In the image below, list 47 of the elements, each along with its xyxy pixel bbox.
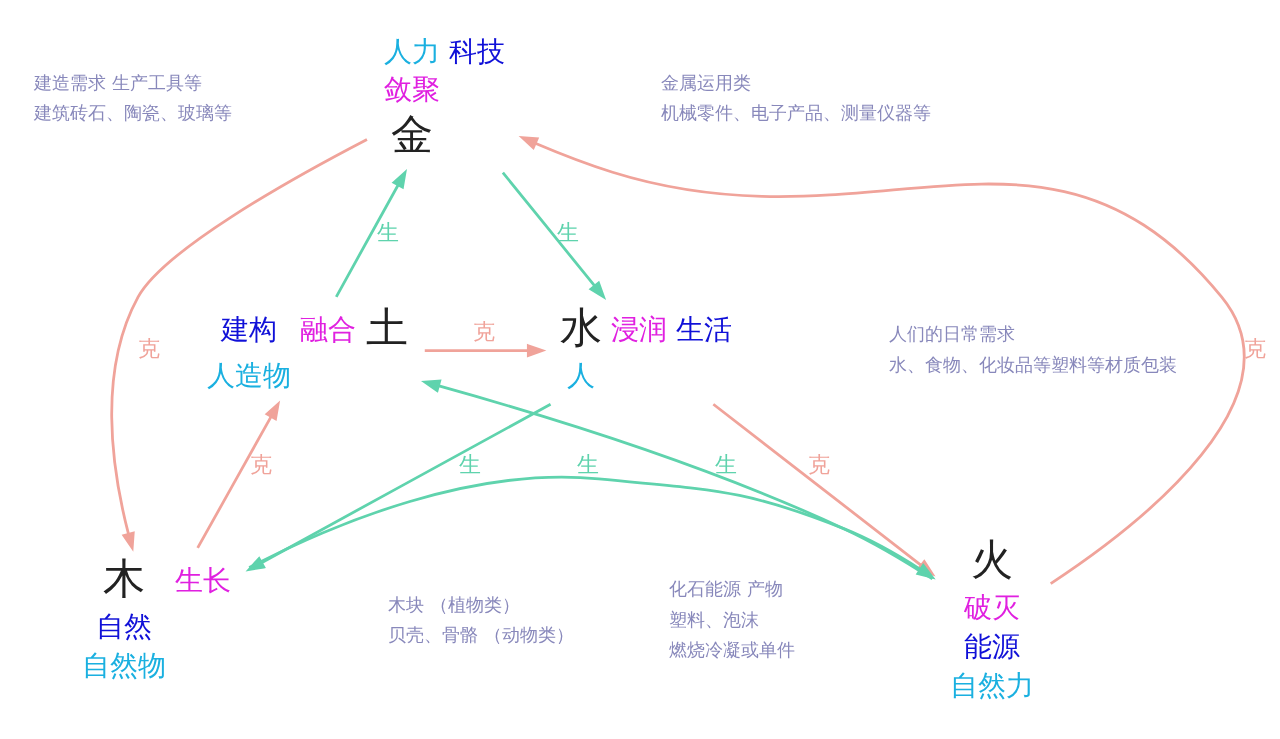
node-label: 生长 [175, 563, 232, 597]
node-label: 生活 [676, 312, 733, 346]
node-text: 木 [103, 553, 146, 603]
edge-label: 克 [1244, 334, 1267, 361]
arrow [424, 343, 547, 357]
edge-label: 克 [808, 450, 831, 477]
node-label: 科技 [448, 34, 505, 68]
node-label: 人 [566, 358, 595, 392]
edge-label: 克 [138, 334, 161, 361]
node-label: 自然力 [949, 668, 1034, 702]
node-text: 火 [970, 534, 1013, 584]
edge-label: 生 [557, 218, 580, 245]
label: 建筑砖石、陶瓷、玻璃等 [33, 101, 232, 123]
arrow [501, 171, 607, 300]
node-label: 破灭 [963, 590, 1020, 624]
node-text: 水 [559, 302, 602, 352]
arrow [110, 137, 368, 552]
node-text: 土 [365, 302, 408, 352]
node-label: 自然物 [82, 648, 167, 682]
node-label: 建构 [221, 312, 278, 346]
label: 建造需求 生产工具等 [33, 71, 202, 93]
edge-label: 生 [576, 450, 599, 477]
arrow [518, 135, 1245, 585]
label: 贝壳、骨骼 （动物类） [387, 623, 574, 645]
node-label: 自然 [96, 609, 153, 643]
edge-label: 生 [715, 450, 738, 477]
label: 化石能源 产物 [669, 577, 784, 599]
label: 塑料、泡沫 [669, 608, 760, 630]
label: 木块 （植物类） [387, 593, 520, 615]
node-label: 融合 [300, 312, 357, 346]
edge-label: 克 [250, 450, 273, 477]
node-label: 人力 [383, 34, 440, 68]
edge-label: 克 [472, 317, 495, 344]
node-label: 敛聚 [383, 72, 440, 106]
label: 水、食物、化妆品等塑料等材质包装 [888, 353, 1177, 375]
label: 金属运用类 [661, 71, 752, 93]
label: 人们的日常需求 [888, 322, 1015, 344]
node-text: 金 [390, 109, 433, 159]
label: 机械零件、电子产品、测量仪器等 [661, 101, 932, 123]
arrow [196, 400, 281, 549]
label: 燃烧冷凝或单件 [669, 638, 796, 660]
node-label: 浸润 [611, 312, 668, 346]
edge-label: 生 [458, 450, 481, 477]
arrow [335, 168, 407, 297]
node-label: 人造物 [207, 358, 292, 392]
node-label: 能源 [963, 629, 1020, 663]
edge-label: 生 [376, 218, 399, 245]
